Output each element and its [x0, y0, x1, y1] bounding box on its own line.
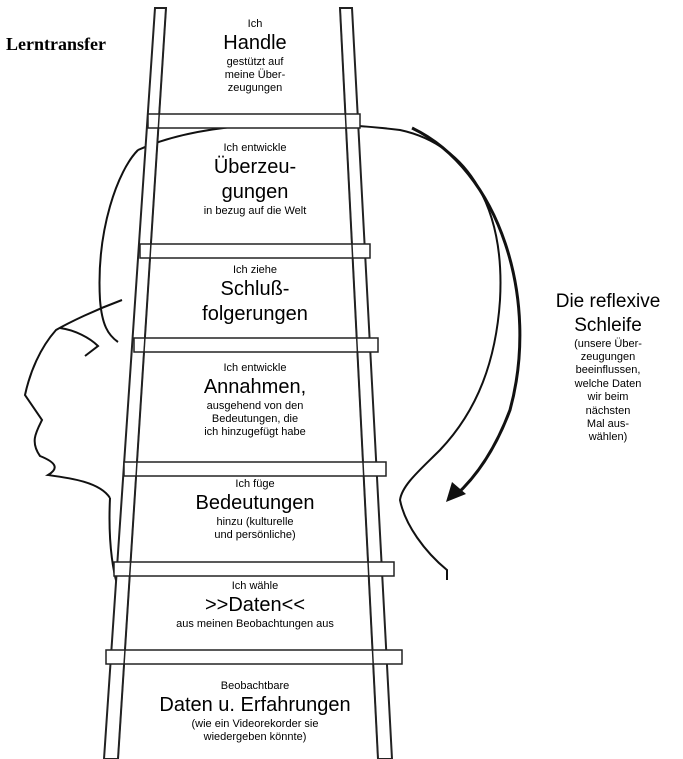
- step-pre: Ich wähle: [130, 580, 380, 593]
- loop-title: Die reflexive: [540, 290, 676, 314]
- step-desc: ausgehend von den: [150, 400, 360, 413]
- step-pre: Ich: [170, 18, 340, 31]
- step-pre: Beobachtbare: [125, 680, 385, 693]
- step-pre: Ich entwickle: [165, 142, 345, 155]
- loop-desc: Mal aus-: [540, 418, 676, 431]
- loop-desc: (unsere Über-: [540, 338, 676, 351]
- step-main: Überzeu-: [165, 155, 345, 180]
- loop-desc: welche Daten: [540, 378, 676, 391]
- step-observable-data: Beobachtbare Daten u. Erfahrungen (wie e…: [125, 680, 385, 744]
- step-desc: gestützt auf: [170, 56, 340, 69]
- step-desc: wiedergeben könnte): [125, 731, 385, 744]
- loop-desc: wir beim: [540, 391, 676, 404]
- step-desc: Bedeutungen, die: [150, 413, 360, 426]
- step-main: Schluß-: [160, 277, 350, 302]
- step-act: Ich Handle gestützt auf meine Über- zeug…: [170, 18, 340, 95]
- loop-title-cont: Schleife: [540, 314, 676, 338]
- step-main-cont: gungen: [165, 180, 345, 205]
- reflexive-loop-arrow: [412, 128, 520, 496]
- step-desc: in bezug auf die Welt: [165, 205, 345, 218]
- step-desc: zeugungen: [170, 82, 340, 95]
- step-desc: meine Über-: [170, 69, 340, 82]
- step-main: Handle: [170, 31, 340, 56]
- step-main: Bedeutungen: [145, 491, 365, 516]
- step-main-cont: folgerungen: [160, 302, 350, 327]
- ladder-rung: [124, 462, 386, 476]
- step-desc: ich hinzugefügt habe: [150, 426, 360, 439]
- step-beliefs: Ich entwickle Überzeu- gungen in bezug a…: [165, 142, 345, 218]
- step-desc: und persönliche): [145, 529, 365, 542]
- loop-desc: beeinflussen,: [540, 364, 676, 377]
- step-desc: hinzu (kulturelle: [145, 516, 365, 529]
- reflexive-loop-label: Die reflexive Schleife (unsere Über- zeu…: [540, 290, 676, 445]
- step-main: >>Daten<<: [130, 593, 380, 618]
- step-main: Annahmen,: [150, 375, 360, 400]
- step-select-data: Ich wähle >>Daten<< aus meinen Beobachtu…: [130, 580, 380, 631]
- step-conclusions: Ich ziehe Schluß- folgerungen: [160, 264, 350, 327]
- ladder-rung: [148, 114, 360, 128]
- step-assumptions: Ich entwickle Annahmen, ausgehend von de…: [150, 362, 360, 439]
- loop-desc: nächsten: [540, 405, 676, 418]
- step-main: Daten u. Erfahrungen: [125, 693, 385, 718]
- step-meanings: Ich füge Bedeutungen hinzu (kulturelle u…: [145, 478, 365, 542]
- page-title: Lerntransfer: [6, 34, 106, 55]
- step-pre: Ich füge: [145, 478, 365, 491]
- step-pre: Ich ziehe: [160, 264, 350, 277]
- ladder-rung: [134, 338, 378, 352]
- step-pre: Ich entwickle: [150, 362, 360, 375]
- arrow-head: [446, 482, 466, 502]
- ladder-rung: [106, 650, 402, 664]
- loop-desc: zeugungen: [540, 351, 676, 364]
- step-desc: (wie ein Videorekorder sie: [125, 718, 385, 731]
- loop-desc: wählen): [540, 431, 676, 444]
- ladder-rung: [140, 244, 370, 258]
- ladder-rung: [114, 562, 394, 576]
- step-desc: aus meinen Beobachtungen aus: [130, 618, 380, 631]
